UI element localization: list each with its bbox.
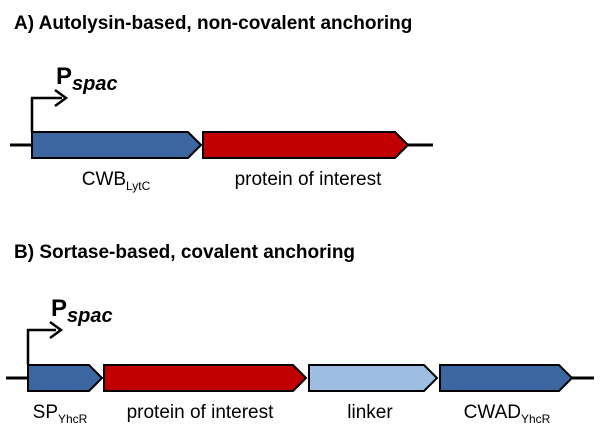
panel-b-promoter: Pspac [26,295,113,365]
panel-b-promoter-arrowhead [49,320,64,340]
panel-b-gene-sp [27,364,104,392]
panel-a-promoter-label: Pspac [56,63,118,95]
panel-a-gene-cwb [31,131,203,159]
panel-b-label-cwad: CWADYhcR [464,402,551,426]
panel-a-label-protein-of-interest: protein of interest [235,169,383,190]
panel-a: A) Autolysin-based, non-covalent anchori… [10,13,433,193]
panel-a-title: A) Autolysin-based, non-covalent anchori… [14,13,412,34]
panel-b-promoter-arrow [26,328,56,365]
panel-b-gene-linker [308,364,439,392]
panel-b-label-protein-of-interest: protein of interest [127,402,275,423]
panel-a-gene-protein-of-interest [202,131,410,159]
panel-b-gene-protein-of-interest [103,364,308,392]
panel-b-gene-cwad [439,364,574,392]
panel-b-label-sp: SPYhcR [33,402,88,426]
panel-b: B) Sortase-based, covalent anchoring Psp… [6,242,594,426]
panel-a-promoter-arrowhead [54,88,69,108]
panel-a-promoter: Pspac [30,63,118,132]
panel-b-label-linker: linker [347,402,393,423]
panel-a-label-cwb: CWBLytC [82,169,151,193]
panel-b-title: B) Sortase-based, covalent anchoring [14,242,355,263]
panel-b-promoter-label: Pspac [51,295,113,327]
panel-a-promoter-arrow [30,96,62,132]
